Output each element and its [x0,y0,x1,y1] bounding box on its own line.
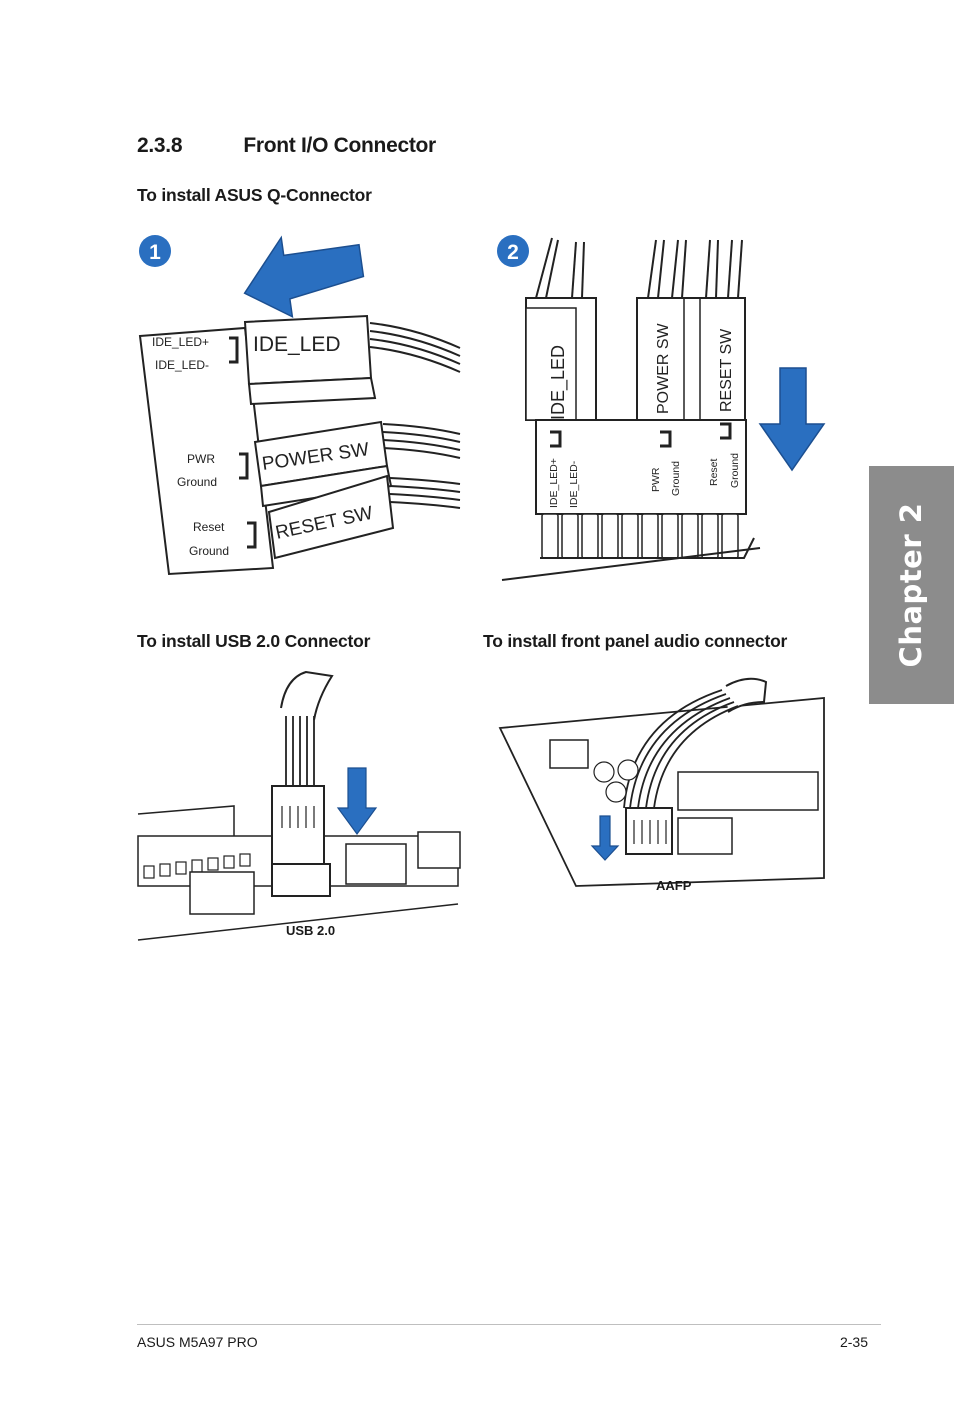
down-arrow-icon [590,815,620,861]
qconnector-step2-illustration: 2 IDE_LED POWER SW RESET SW IDE_LED+ IDE… [497,235,826,581]
step1-number: 1 [149,241,161,264]
section-number: 2.3.8 [137,134,183,157]
power-sw-plug-label: POWER SW [655,322,672,414]
footer-page-number: 2-35 [839,1334,868,1350]
step1-badge [139,235,171,267]
pin-label: Reset [193,520,225,534]
q-connector-housing [535,419,747,515]
reset-sw-plug [267,474,395,560]
pin-label: Reset [708,458,720,486]
down-arrow-icon [336,767,378,836]
wire-bundle [369,322,461,509]
audio-cable [725,677,768,713]
chapter-tab: Chapter 2 [869,466,954,704]
qconnector-heading: To install ASUS Q-Connector [137,185,372,205]
chapter-tab-label: Chapter 2 [894,502,928,668]
pin-label: Ground [177,475,217,489]
pin-label: IDE_LED+ [548,458,560,508]
left-arrow-icon [243,235,365,319]
pin-label: Ground [670,461,682,496]
reset-sw-plug-label: RESET SW [718,328,735,412]
pin-label: PWR [650,467,662,492]
audio-heading: To install front panel audio connector [483,631,788,651]
pin-label: Ground [189,544,229,558]
audio-plug [625,807,673,855]
ide-led-plug-label: IDE_LED [253,333,341,356]
header-pins [541,513,739,559]
pin-label: IDE_LED- [155,358,209,372]
footer-divider [137,1324,881,1325]
audio-caption: AAFP [656,878,692,893]
motherboard-edge [501,547,761,581]
q-connector-board [138,326,275,576]
pin-label: IDE_LED- [568,460,580,508]
pin-label: IDE_LED+ [152,335,209,349]
usb-cable [280,670,334,721]
usb-header [271,863,331,897]
section-name: Front I/O Connector [243,134,436,157]
step2-number: 2 [507,241,519,264]
down-arrow-icon [758,367,826,472]
usb-heading: To install USB 2.0 Connector [137,631,371,651]
footer-product: ASUS M5A97 PRO [137,1334,258,1350]
audio-illustration [498,677,825,887]
pin-label: Ground [729,453,741,488]
wire-bundle [535,237,743,299]
section-title: 2.3.8 Front I/O Connector [137,134,436,158]
qconnector-step1-illustration: 1 IDE_LED POWER SW RESET SW IDE_LED+ IDE… [138,235,461,576]
step2-badge [497,235,529,267]
usb-caption: USB 2.0 [286,923,336,938]
power-reset-plugs [636,297,746,421]
pin-label: PWR [187,452,215,466]
ide-led-plug-label: IDE_LED [548,345,569,420]
usb-illustration [137,670,461,941]
